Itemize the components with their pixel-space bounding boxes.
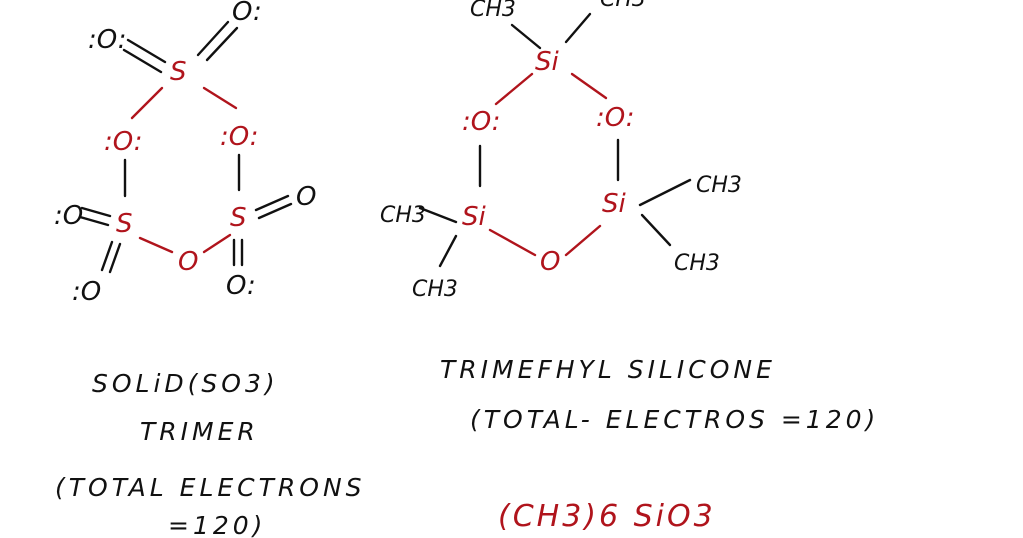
silicon-left: Si <box>462 202 487 232</box>
sulfur-left: S <box>116 209 133 239</box>
oxygen-right: :O: <box>596 103 634 133</box>
oxygen-bottom-bridge: O <box>178 247 198 277</box>
oxygen-bottom-left: :O <box>72 277 101 307</box>
oxygen-right-bridge: :O: <box>220 122 258 152</box>
so3-bonds <box>78 20 293 274</box>
sulfur-right: S <box>230 203 247 233</box>
oxygen-left-bridge: :O: <box>104 127 142 157</box>
oxygen-top-left: :O: <box>88 25 126 55</box>
so3-label-line1: SOLiD(SO3) <box>92 369 279 398</box>
oxygen-bottom: O <box>540 247 560 277</box>
methyl-right: CH3 <box>696 173 742 198</box>
methyl-top-right: CH3 <box>600 0 646 12</box>
methyl-top-left: CH3 <box>470 0 516 22</box>
so3-label-line2: TRIMER <box>140 417 259 446</box>
methyl-right-bottom: CH3 <box>674 251 720 276</box>
so3-label-line4: =120) <box>168 511 266 538</box>
so3-label-line3: (TOTAL ELECTRONS <box>55 473 366 502</box>
silicone-label-line2: (TOTAL- ELECTROS =120) <box>470 405 879 434</box>
oxygen-top-right: O: <box>232 0 262 27</box>
sulfur-top: S <box>170 57 187 87</box>
silicone-formula: (CH3)6 SiO3 <box>498 499 716 534</box>
oxygen-outer-left: :O <box>54 201 83 231</box>
methyl-left-bottom: CH3 <box>412 277 458 302</box>
methyl-left: CH3 <box>380 203 426 228</box>
silicon-top: Si <box>535 47 560 77</box>
oxygen-bottom-right: O: <box>226 271 256 301</box>
oxygen-left: :O: <box>462 107 500 137</box>
silicon-right: Si <box>602 189 627 219</box>
silicone-bonds <box>418 12 692 268</box>
silicone-label-line1: TRIMEFHYL SILICONE <box>440 355 776 384</box>
oxygen-outer-right: O <box>296 182 316 212</box>
